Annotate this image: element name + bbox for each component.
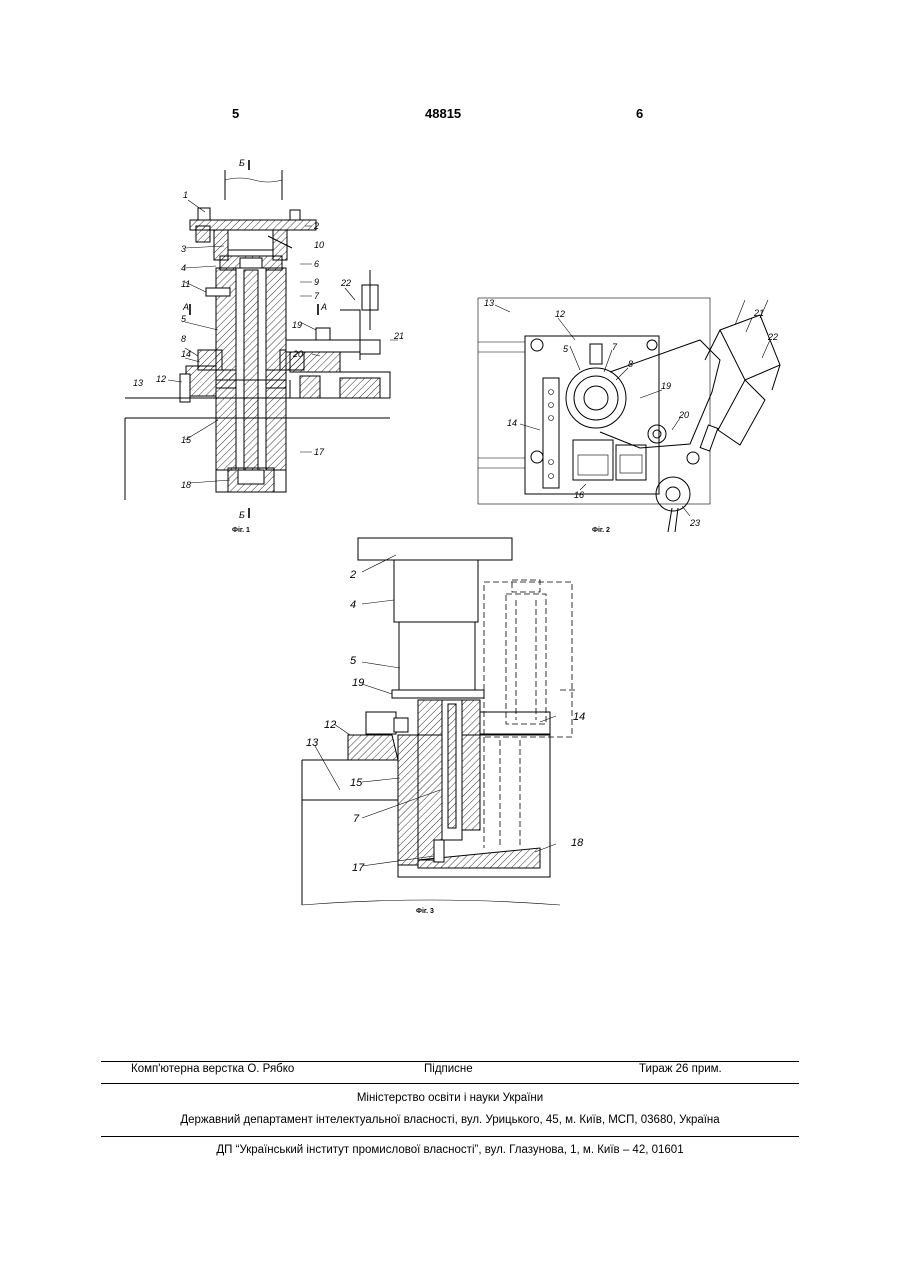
fig2-label-16: 16 [574,490,584,500]
footer-rule-middle [101,1083,799,1084]
fig1-section-a-left: А [182,302,189,312]
footer-rule-top [101,1061,799,1062]
fig1-label-14: 14 [181,349,191,359]
fig3-label-15: 15 [350,777,363,789]
fig1-label-9: 9 [314,277,319,287]
fig3-label-18: 18 [571,837,584,849]
footer-circulation: Тираж 26 прим. [639,1063,722,1075]
fig2-label-7: 7 [612,342,618,352]
fig1-label-10: 10 [314,240,324,250]
fig3-label-13: 13 [306,737,319,749]
footer-rule-bottom [101,1136,799,1137]
footer-layout-credit: Комп'ютерна верстка О. Рябко [131,1063,294,1075]
fig2-label-20: 20 [678,410,689,420]
fig1-label-6: 6 [314,259,319,269]
fig2-label-21: 21 [753,308,764,318]
fig1-label-15: 15 [181,435,192,445]
fig2-label-14: 14 [507,418,517,428]
fig1-label-13: 13 [133,378,143,388]
fig2-label-23: 23 [689,518,700,528]
fig1-label-1: 1 [183,190,188,200]
fig1-label-2: 2 [313,221,319,231]
fig3-label-12: 12 [324,719,336,731]
fig3-label-5: 5 [350,655,357,667]
fig1-label-4: 4 [181,263,186,273]
figure-1: 1 2 3 10 4 6 9 11 7 22 5 8 19 20 21 14 1… [125,158,404,534]
figure-2: 13 12 5 7 8 21 22 19 14 20 16 23 Фіг. 2 [478,298,780,534]
fig3-label-4: 4 [350,599,356,611]
fig1-label-18: 18 [181,480,191,490]
fig3-caption: Фіг. 3 [416,907,434,915]
fig1-label-19: 19 [292,320,302,330]
fig3-label-19: 19 [352,677,364,689]
fig3-label-2: 2 [349,569,356,581]
fig2-label-5: 5 [563,344,569,354]
fig1-label-8: 8 [181,334,186,344]
fig2-label-13: 13 [484,298,494,308]
fig2-label-8: 8 [628,359,633,369]
fig1-section-a-right: А [320,302,327,312]
fig2-label-22: 22 [767,332,778,342]
fig1-section-b-bottom: Б [239,510,245,520]
figure-3: 2 4 5 19 14 12 13 15 7 18 17 Фіг. 3 [302,538,585,915]
footer-ministry: Міністерство освіти і науки України [101,1092,799,1104]
fig3-label-17: 17 [352,862,365,874]
footer-signed: Підписне [424,1063,473,1075]
footer-department: Державний департамент інтелектуальної вл… [101,1114,799,1126]
fig2-caption: Фіг. 2 [592,526,610,534]
fig1-label-7: 7 [314,291,320,301]
fig1-label-12: 12 [156,374,166,384]
fig1-label-20: 20 [292,349,303,359]
fig2-label-19: 19 [661,381,671,391]
fig1-label-17: 17 [314,447,325,457]
fig1-label-3: 3 [181,244,186,254]
fig1-section-b-top: Б [239,158,245,168]
footer-institute: ДП “Український інститут промислової вла… [101,1144,799,1156]
fig1-caption: Фіг. 1 [232,526,250,534]
fig1-label-22: 22 [340,278,351,288]
fig2-label-12: 12 [555,309,565,319]
fig3-label-14: 14 [573,711,585,723]
fig1-label-21: 21 [393,331,404,341]
fig3-label-7: 7 [353,813,360,825]
fig1-label-11: 11 [181,279,190,289]
